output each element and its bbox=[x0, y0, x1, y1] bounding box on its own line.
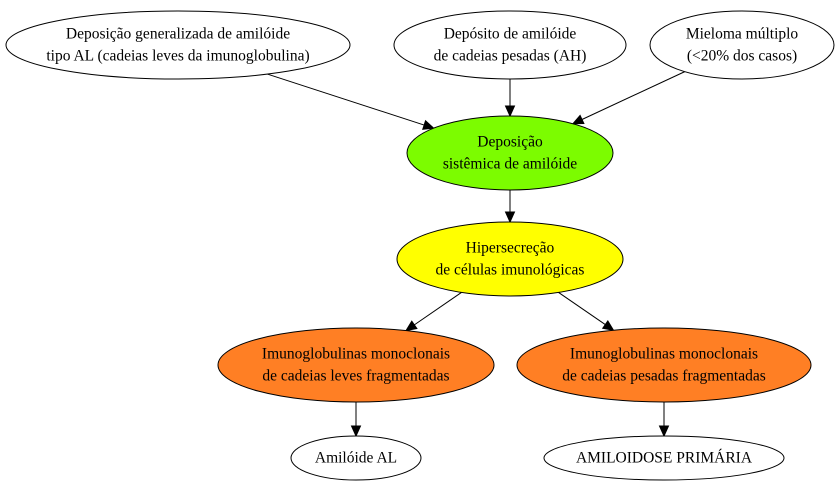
node-amiloidose: AMILOIDOSE PRIMÁRIA bbox=[543, 435, 785, 481]
node-hiper: Hipersecreção de células imunológicas bbox=[396, 221, 624, 297]
node-label-line: Amilóide AL bbox=[315, 450, 397, 467]
edge-line bbox=[558, 292, 606, 325]
edge-al-to-deposicao bbox=[267, 73, 435, 130]
edge-line bbox=[267, 73, 425, 126]
node-ah: Depósito de amilóide de cadeias pesadas (… bbox=[393, 10, 627, 80]
node-amiloide-al: Amilóide AL bbox=[290, 435, 422, 481]
node-label-line: Mieloma múltiplo bbox=[686, 26, 799, 43]
edge-hiper-to-imuno-pesadas bbox=[558, 292, 615, 331]
edge-imuno-leves-to-amiloide-al bbox=[350, 402, 362, 438]
node-label-line: Depósito de amilóide bbox=[444, 26, 577, 43]
nodes-layer: Deposição generalizada de amilóide tipo A… bbox=[5, 10, 835, 481]
arrow-head-icon bbox=[504, 105, 516, 118]
arrow-head-icon bbox=[504, 211, 516, 224]
node-ellipse bbox=[543, 435, 785, 481]
edge-line bbox=[414, 292, 462, 326]
node-label-line: Deposição generalizada de amilóide bbox=[66, 26, 290, 43]
node-ellipse bbox=[649, 10, 835, 80]
node-label-line: Imunoglobulinas monoclonais bbox=[570, 346, 758, 363]
node-label-line: (<20% dos casos) bbox=[687, 48, 797, 65]
arrow-head-icon bbox=[658, 425, 670, 438]
node-ellipse bbox=[5, 10, 351, 80]
node-label-line: AMILOIDOSE PRIMÁRIA bbox=[576, 450, 753, 467]
arrow-head-icon bbox=[350, 425, 362, 438]
edge-mieloma-to-deposicao bbox=[571, 71, 686, 125]
node-ellipse bbox=[393, 10, 627, 80]
node-deposicao: Deposição sistêmica de amilóide bbox=[406, 115, 614, 191]
arrow-head-icon bbox=[405, 320, 418, 332]
node-label-line: sistêmica de amilóide bbox=[443, 156, 577, 173]
node-ellipse bbox=[217, 327, 495, 403]
node-imuno-pesadas: Imunoglobulinas monoclonais de cadeias pe… bbox=[516, 327, 812, 403]
edge-line bbox=[581, 71, 686, 120]
arrow-head-icon bbox=[571, 114, 585, 125]
arrow-head-icon bbox=[601, 319, 615, 331]
node-mieloma: Mieloma múltiplo (<20% dos casos) bbox=[649, 10, 835, 80]
node-label-line: Deposição bbox=[477, 134, 543, 151]
arrow-head-icon bbox=[422, 119, 435, 130]
edges-layer bbox=[267, 71, 686, 438]
node-label-line: de cadeias pesadas fragmentadas bbox=[562, 368, 766, 385]
node-label-line: Hipersecreção bbox=[466, 240, 555, 257]
node-label-line: de cadeias leves fragmentadas bbox=[262, 368, 449, 385]
node-label-line: de cadeias pesadas (AH) bbox=[434, 48, 587, 65]
edge-deposicao-to-hiper bbox=[504, 190, 516, 224]
edge-ah-to-deposicao bbox=[504, 79, 516, 118]
edge-imuno-pesadas-to-amiloidose bbox=[658, 402, 670, 438]
node-imuno-leves: Imunoglobulinas monoclonais de cadeias le… bbox=[217, 327, 495, 403]
node-ellipse bbox=[406, 115, 614, 191]
node-label-line: tipo AL (cadeias leves da imunoglobulina… bbox=[46, 48, 309, 65]
edge-hiper-to-imuno-leves bbox=[405, 292, 462, 332]
node-ellipse bbox=[516, 327, 812, 403]
node-label-line: de células imunológicas bbox=[436, 262, 585, 279]
node-ellipse bbox=[396, 221, 624, 297]
node-al: Deposição generalizada de amilóide tipo A… bbox=[5, 10, 351, 80]
node-ellipse bbox=[290, 435, 422, 481]
node-label-line: Imunoglobulinas monoclonais bbox=[262, 346, 450, 363]
